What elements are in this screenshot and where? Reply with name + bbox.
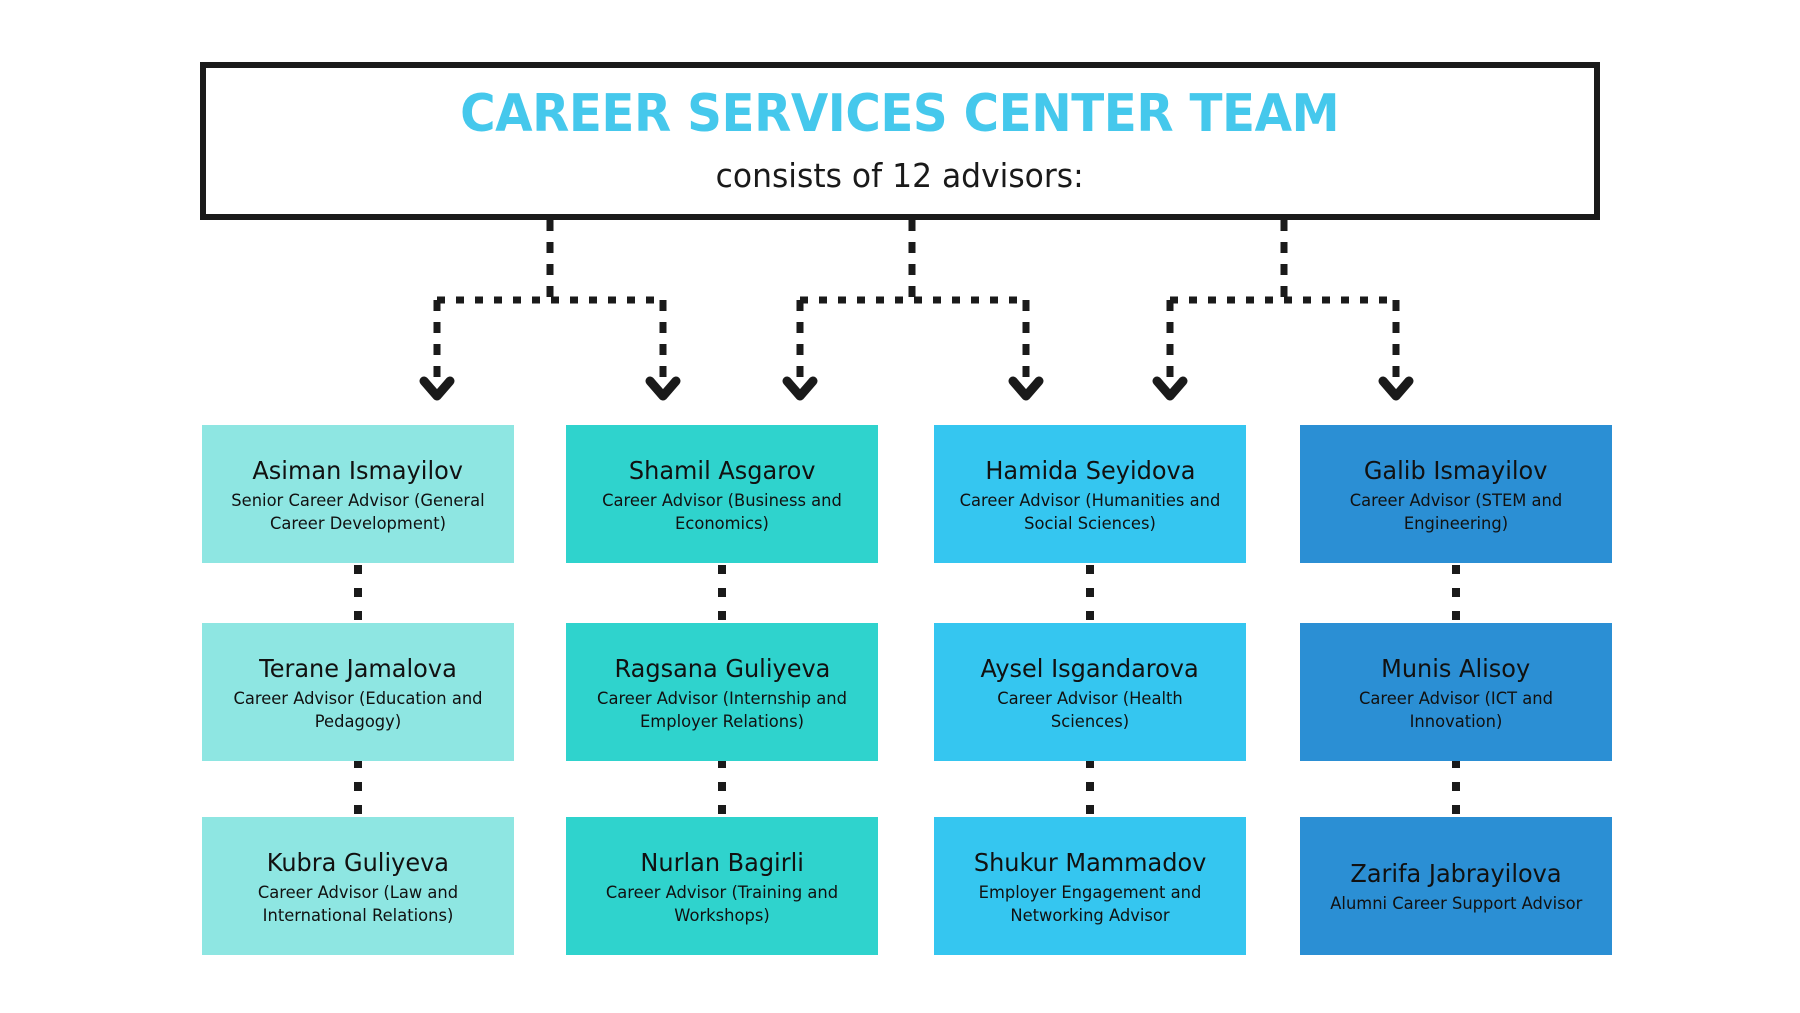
advisor-card[interactable]: Galib Ismayilov Career Advisor (STEM and…	[1300, 425, 1612, 563]
advisor-name: Galib Ismayilov	[1364, 456, 1548, 486]
advisor-name: Hamida Seyidova	[984, 456, 1196, 486]
advisor-card[interactable]: Aysel Isgandarova Career Advisor (Health…	[934, 623, 1246, 761]
advisor-role: Alumni Career Support Advisor	[1329, 894, 1583, 915]
advisor-card[interactable]: Nurlan Bagirli Career Advisor (Training …	[566, 817, 878, 955]
advisor-role: Career Advisor (Law and International Re…	[257, 883, 459, 926]
advisor-card[interactable]: Ragsana Guliyeva Career Advisor (Interns…	[566, 623, 878, 761]
advisor-role: Career Advisor (Internship and Employer …	[597, 689, 847, 732]
advisor-name: Nurlan Bagirli	[640, 848, 804, 878]
advisor-name: Zarifa Jabrayilova	[1350, 859, 1562, 889]
advisor-name: Terane Jamalova	[259, 654, 457, 684]
advisor-role: Career Advisor (STEM and Engineering)	[1349, 491, 1563, 534]
advisor-card[interactable]: Shukur Mammadov Employer Engagement and …	[934, 817, 1246, 955]
advisor-name: Kubra Guliyeva	[266, 848, 450, 878]
advisor-card[interactable]: Kubra Guliyeva Career Advisor (Law and I…	[202, 817, 514, 955]
advisor-card[interactable]: Asiman Ismayilov Senior Career Advisor (…	[202, 425, 514, 563]
advisor-role: Career Advisor (Education and Pedagogy)	[233, 689, 483, 732]
advisor-card[interactable]: Zarifa Jabrayilova Alumni Career Support…	[1300, 817, 1612, 955]
advisor-role: Career Advisor (ICT and Innovation)	[1359, 689, 1553, 732]
advisor-name: Shukur Mammadov	[973, 848, 1207, 878]
advisor-name: Shamil Asgarov	[628, 456, 816, 486]
page-title: CAREER SERVICES CENTER TEAM	[460, 84, 1340, 145]
advisor-role: Career Advisor (Health Sciences)	[997, 689, 1183, 732]
advisor-name: Ragsana Guliyeva	[614, 654, 830, 684]
header-subtitle: consists of 12 advisors:	[716, 155, 1084, 195]
advisor-card[interactable]: Hamida Seyidova Career Advisor (Humaniti…	[934, 425, 1246, 563]
advisor-role: Senior Career Advisor (General Career De…	[231, 491, 485, 534]
header-box: CAREER SERVICES CENTER TEAM consists of …	[200, 62, 1600, 220]
advisor-name: Aysel Isgandarova	[980, 654, 1200, 684]
advisor-role: Career Advisor (Training and Workshops)	[605, 883, 839, 926]
advisor-card[interactable]: Terane Jamalova Career Advisor (Educatio…	[202, 623, 514, 761]
advisor-name: Munis Alisoy	[1381, 654, 1531, 684]
advisor-role: Employer Engagement and Networking Advis…	[978, 883, 1202, 926]
advisor-role: Career Advisor (Business and Economics)	[602, 491, 842, 534]
advisor-card[interactable]: Munis Alisoy Career Advisor (ICT and Inn…	[1300, 623, 1612, 761]
advisor-role: Career Advisor (Humanities and Social Sc…	[959, 491, 1221, 534]
advisor-name: Asiman Ismayilov	[252, 456, 464, 486]
advisor-card[interactable]: Shamil Asgarov Career Advisor (Business …	[566, 425, 878, 563]
